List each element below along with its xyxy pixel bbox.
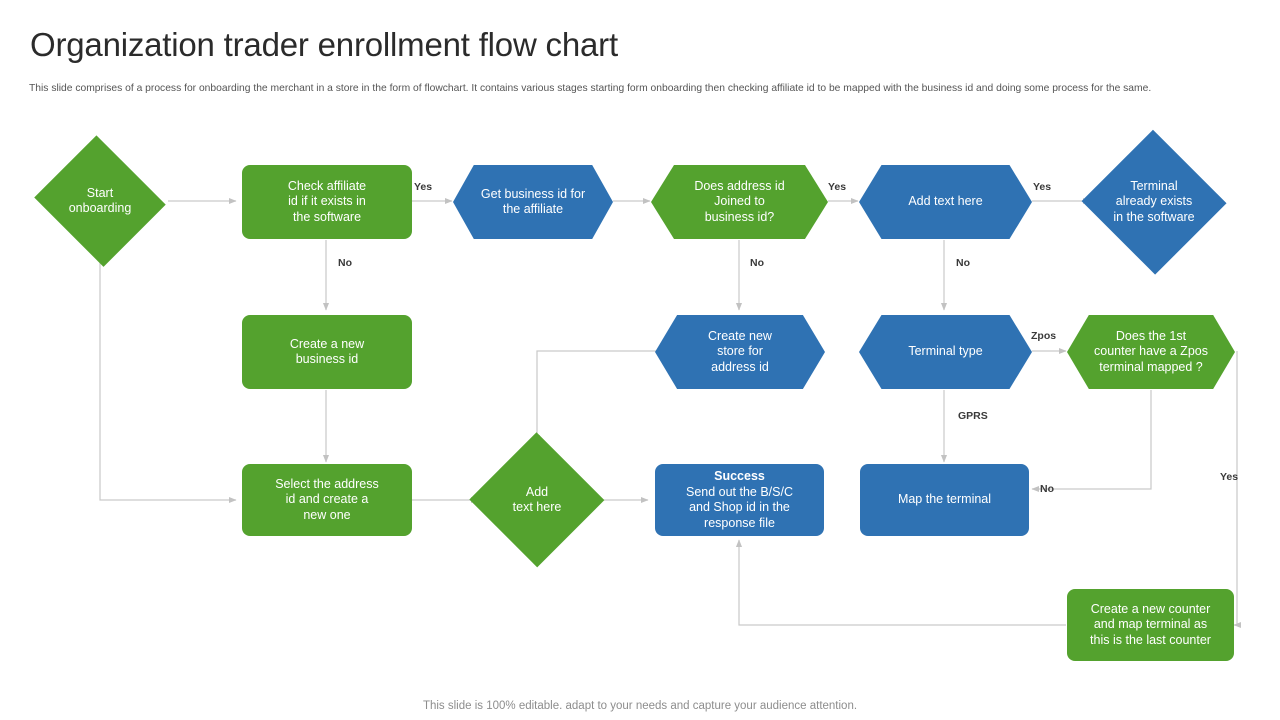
node-label: Create a new business id bbox=[289, 336, 365, 367]
edge-label-yes-address-id: Yes bbox=[828, 181, 847, 193]
node-label: Terminal type bbox=[908, 344, 983, 359]
node-terminal-type[interactable]: Terminal type bbox=[859, 315, 1032, 389]
node-does-address-id[interactable]: Does address id Joined to business id? bbox=[651, 165, 828, 239]
hexagon-shape bbox=[655, 315, 825, 389]
edge-label-yes-check-affiliate: Yes bbox=[414, 181, 433, 193]
edge-label-gprs: GPRS bbox=[958, 410, 988, 422]
node-map-the-terminal[interactable]: Map the terminal bbox=[860, 464, 1029, 536]
node-label: Send out the B/S/C and Shop id in the re… bbox=[685, 484, 793, 530]
node-check-affiliate-id[interactable]: Check affiliate id if it exists in the s… bbox=[242, 165, 412, 239]
node-label: Add text here bbox=[512, 484, 562, 515]
hexagon-shape bbox=[651, 165, 828, 239]
page-title: Organization trader enrollment flow char… bbox=[30, 26, 618, 63]
edge-label-no-zpos-counter: No bbox=[1040, 483, 1054, 495]
node-create-new-store[interactable]: Create new store for address id bbox=[655, 315, 825, 389]
hexagon-shape bbox=[453, 165, 613, 239]
edge-zpos-no-to-mapterminal bbox=[1031, 390, 1152, 493]
node-start-onboarding[interactable]: Start onboarding bbox=[32, 135, 168, 267]
hexagon-shape bbox=[1067, 315, 1235, 389]
node-label-bold: Success bbox=[714, 469, 765, 483]
node-label: Check affiliate id if it exists in the s… bbox=[287, 178, 367, 224]
edge-label-zpos: Zpos bbox=[1031, 330, 1057, 342]
page-subtitle: This slide comprises of a process for on… bbox=[29, 83, 1152, 94]
node-label: Create a new counter and map terminal as… bbox=[1090, 601, 1211, 647]
node-label: Terminal already exists in the software bbox=[1113, 178, 1195, 224]
node-label: Map the terminal bbox=[897, 492, 992, 507]
edge-start-to-selectaddress bbox=[99, 243, 237, 504]
edge-label-no-address-id: No bbox=[750, 257, 764, 269]
node-terminal-already-exists[interactable]: Terminal already exists in the software bbox=[1081, 129, 1227, 275]
node-label: Start onboarding bbox=[68, 185, 132, 216]
node-zpos-counter-decision[interactable]: Does the 1st counter have a Zpos termina… bbox=[1067, 315, 1235, 389]
edge-label-yes-add-text: Yes bbox=[1033, 181, 1052, 193]
node-label: Does the 1st counter have a Zpos termina… bbox=[1094, 328, 1208, 374]
hexagon-shape bbox=[859, 165, 1032, 239]
node-label: Create new store for address id bbox=[708, 328, 772, 374]
edge-createcounter-to-success bbox=[735, 539, 1066, 626]
node-add-text-here-hex[interactable]: Add text here bbox=[859, 165, 1032, 239]
node-get-business-id[interactable]: Get business id for the affiliate bbox=[453, 165, 613, 239]
edge-label-no-check-affiliate: No bbox=[338, 257, 352, 269]
edge-label-yes-zpos-counter: Yes bbox=[1220, 471, 1239, 483]
node-label: Get business id for the affiliate bbox=[480, 186, 586, 217]
node-label: Select the address id and create a new o… bbox=[275, 476, 379, 522]
node-add-text-here-diamond[interactable]: Add text here bbox=[469, 432, 605, 568]
node-select-address-id[interactable]: Select the address id and create a new o… bbox=[242, 464, 412, 536]
node-create-new-business-id[interactable]: Create a new business id bbox=[242, 315, 412, 389]
node-success[interactable]: Success Send out the B/S/C and Shop id i… bbox=[655, 464, 824, 536]
node-label: Add text here bbox=[908, 194, 983, 209]
edge-createstore-to-addtextdiamond bbox=[533, 350, 661, 443]
edge-label-no-add-text: No bbox=[956, 257, 970, 269]
slide-footer-note: This slide is 100% editable. adapt to yo… bbox=[422, 700, 858, 712]
node-label: Does address id Joined to business id? bbox=[694, 178, 785, 224]
hexagon-shape bbox=[859, 315, 1032, 389]
edge-zpos-yes-to-createcounter bbox=[1233, 351, 1242, 629]
node-create-new-counter[interactable]: Create a new counter and map terminal as… bbox=[1067, 589, 1234, 661]
